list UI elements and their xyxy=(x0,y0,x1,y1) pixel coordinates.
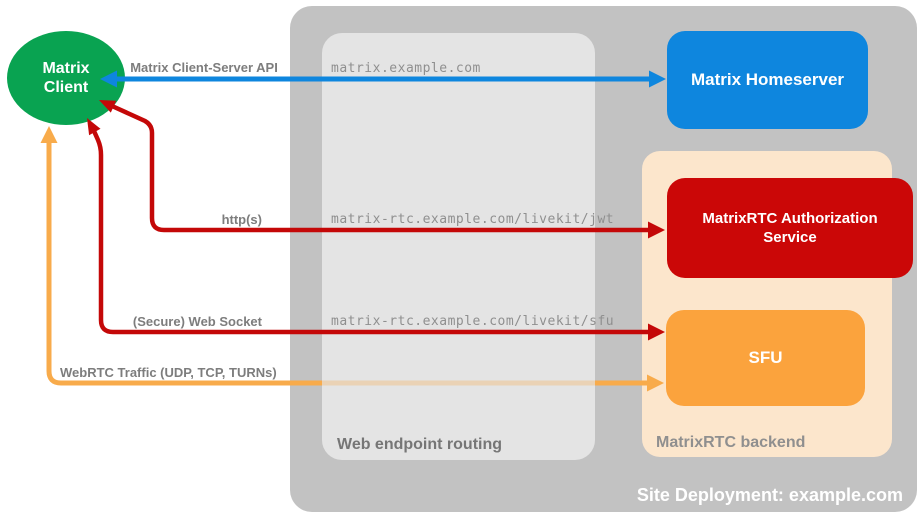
endpoint-livekit-jwt: matrix-rtc.example.com/livekit/jwt xyxy=(331,212,615,227)
web-endpoint-routing-container xyxy=(322,33,595,460)
endpoint-livekit-sfu: matrix-rtc.example.com/livekit/sfu xyxy=(331,314,615,329)
matrixrtc-authorization-service-label: MatrixRTC Authorization Service xyxy=(702,210,878,246)
sfu-label: SFU xyxy=(748,348,783,367)
site-deployment-label: Site Deployment: example.com xyxy=(636,485,903,505)
https-label: http(s) xyxy=(221,212,262,227)
matrix-client-node: Matrix Client xyxy=(7,31,125,125)
matrixrtc-authorization-service-node: MatrixRTC Authorization Service xyxy=(667,178,913,278)
matrix-homeserver-label: Matrix Homeserver xyxy=(690,70,845,89)
web-endpoint-routing-label: Web endpoint routing xyxy=(337,436,503,453)
matrix-homeserver-node: Matrix Homeserver xyxy=(667,31,868,129)
webrtc-traffic-label: WebRTC Traffic (UDP, TCP, TURNs) xyxy=(60,365,277,380)
client-server-api-label: Matrix Client-Server API xyxy=(130,60,278,75)
sfu-node: SFU xyxy=(666,310,865,406)
matrixrtc-backend-label: MatrixRTC backend xyxy=(656,434,806,451)
web-socket-label: (Secure) Web Socket xyxy=(132,314,262,329)
endpoint-matrix-example-com: matrix.example.com xyxy=(331,61,481,76)
matrix-client-label: Matrix Client xyxy=(42,60,90,96)
